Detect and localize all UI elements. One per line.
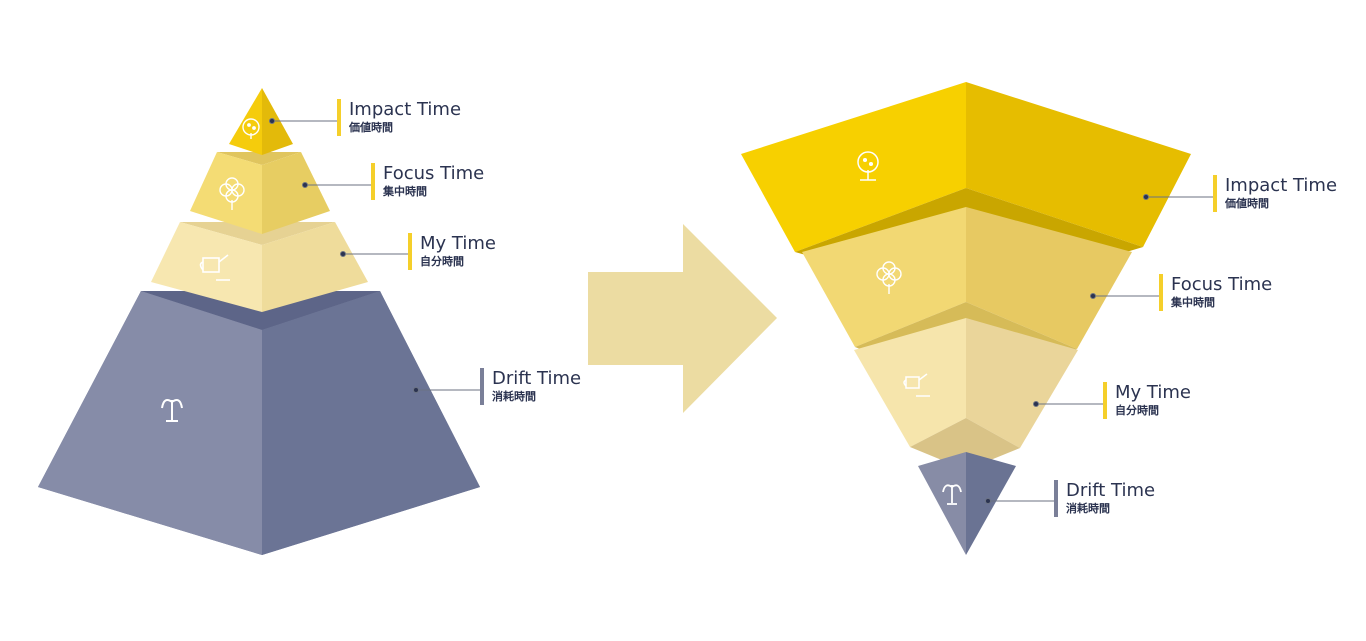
label-title: Impact Time	[349, 99, 462, 120]
right-arrow-icon	[588, 224, 777, 413]
right-inverted-pyramid	[741, 82, 1213, 555]
label-subtitle: 価値時間	[1225, 197, 1269, 210]
label-subtitle: 価値時間	[349, 121, 393, 134]
watering-can-icon	[903, 373, 930, 397]
inverted-label-focus: Focus Time 集中時間	[1159, 274, 1272, 311]
fruit-tree-icon	[857, 151, 879, 181]
label-title: Focus Time	[1171, 274, 1273, 295]
label-title: Impact Time	[1225, 175, 1338, 196]
inverted-label-impact: Impact Time 価値時間	[1213, 175, 1337, 212]
watering-can-icon	[199, 254, 230, 281]
inverted-label-drift: Drift Time 消耗時間	[1054, 480, 1155, 517]
tree-icon	[876, 261, 902, 294]
pyramid-layer-my	[151, 222, 368, 312]
label-title: Focus Time	[383, 163, 485, 184]
pyramid-label-focus: Focus Time 集中時間	[371, 163, 484, 200]
pyramid-layer-drift	[38, 291, 480, 555]
right-leader-lines	[985, 194, 1213, 504]
label-title: My Time	[420, 233, 496, 254]
label-title: Drift Time	[492, 368, 582, 389]
pyramid-label-my: My Time 自分時間	[408, 233, 496, 270]
wilted-sprout-icon	[161, 399, 183, 422]
label-subtitle: 消耗時間	[1066, 502, 1110, 515]
label-title: Drift Time	[1066, 480, 1156, 501]
label-subtitle: 自分時間	[1115, 404, 1159, 417]
fruit-tree-icon	[242, 118, 260, 139]
label-subtitle: 消耗時間	[492, 390, 536, 403]
label-title: My Time	[1115, 382, 1191, 403]
left-pyramid	[38, 88, 480, 555]
pyramid-layer-focus	[190, 152, 330, 234]
label-subtitle: 自分時間	[420, 255, 464, 268]
label-subtitle: 集中時間	[383, 185, 427, 198]
inverted-layer-my	[854, 318, 1078, 470]
wilted-sprout-icon	[942, 484, 962, 505]
pyramid-label-drift: Drift Time 消耗時間	[480, 368, 581, 405]
pyramid-label-impact: Impact Time 価値時間	[337, 99, 461, 136]
label-subtitle: 集中時間	[1171, 296, 1215, 309]
inverted-layer-drift	[918, 452, 1016, 555]
inverted-label-my: My Time 自分時間	[1103, 382, 1191, 419]
tree-icon	[219, 177, 245, 210]
left-leader-lines	[269, 118, 480, 393]
